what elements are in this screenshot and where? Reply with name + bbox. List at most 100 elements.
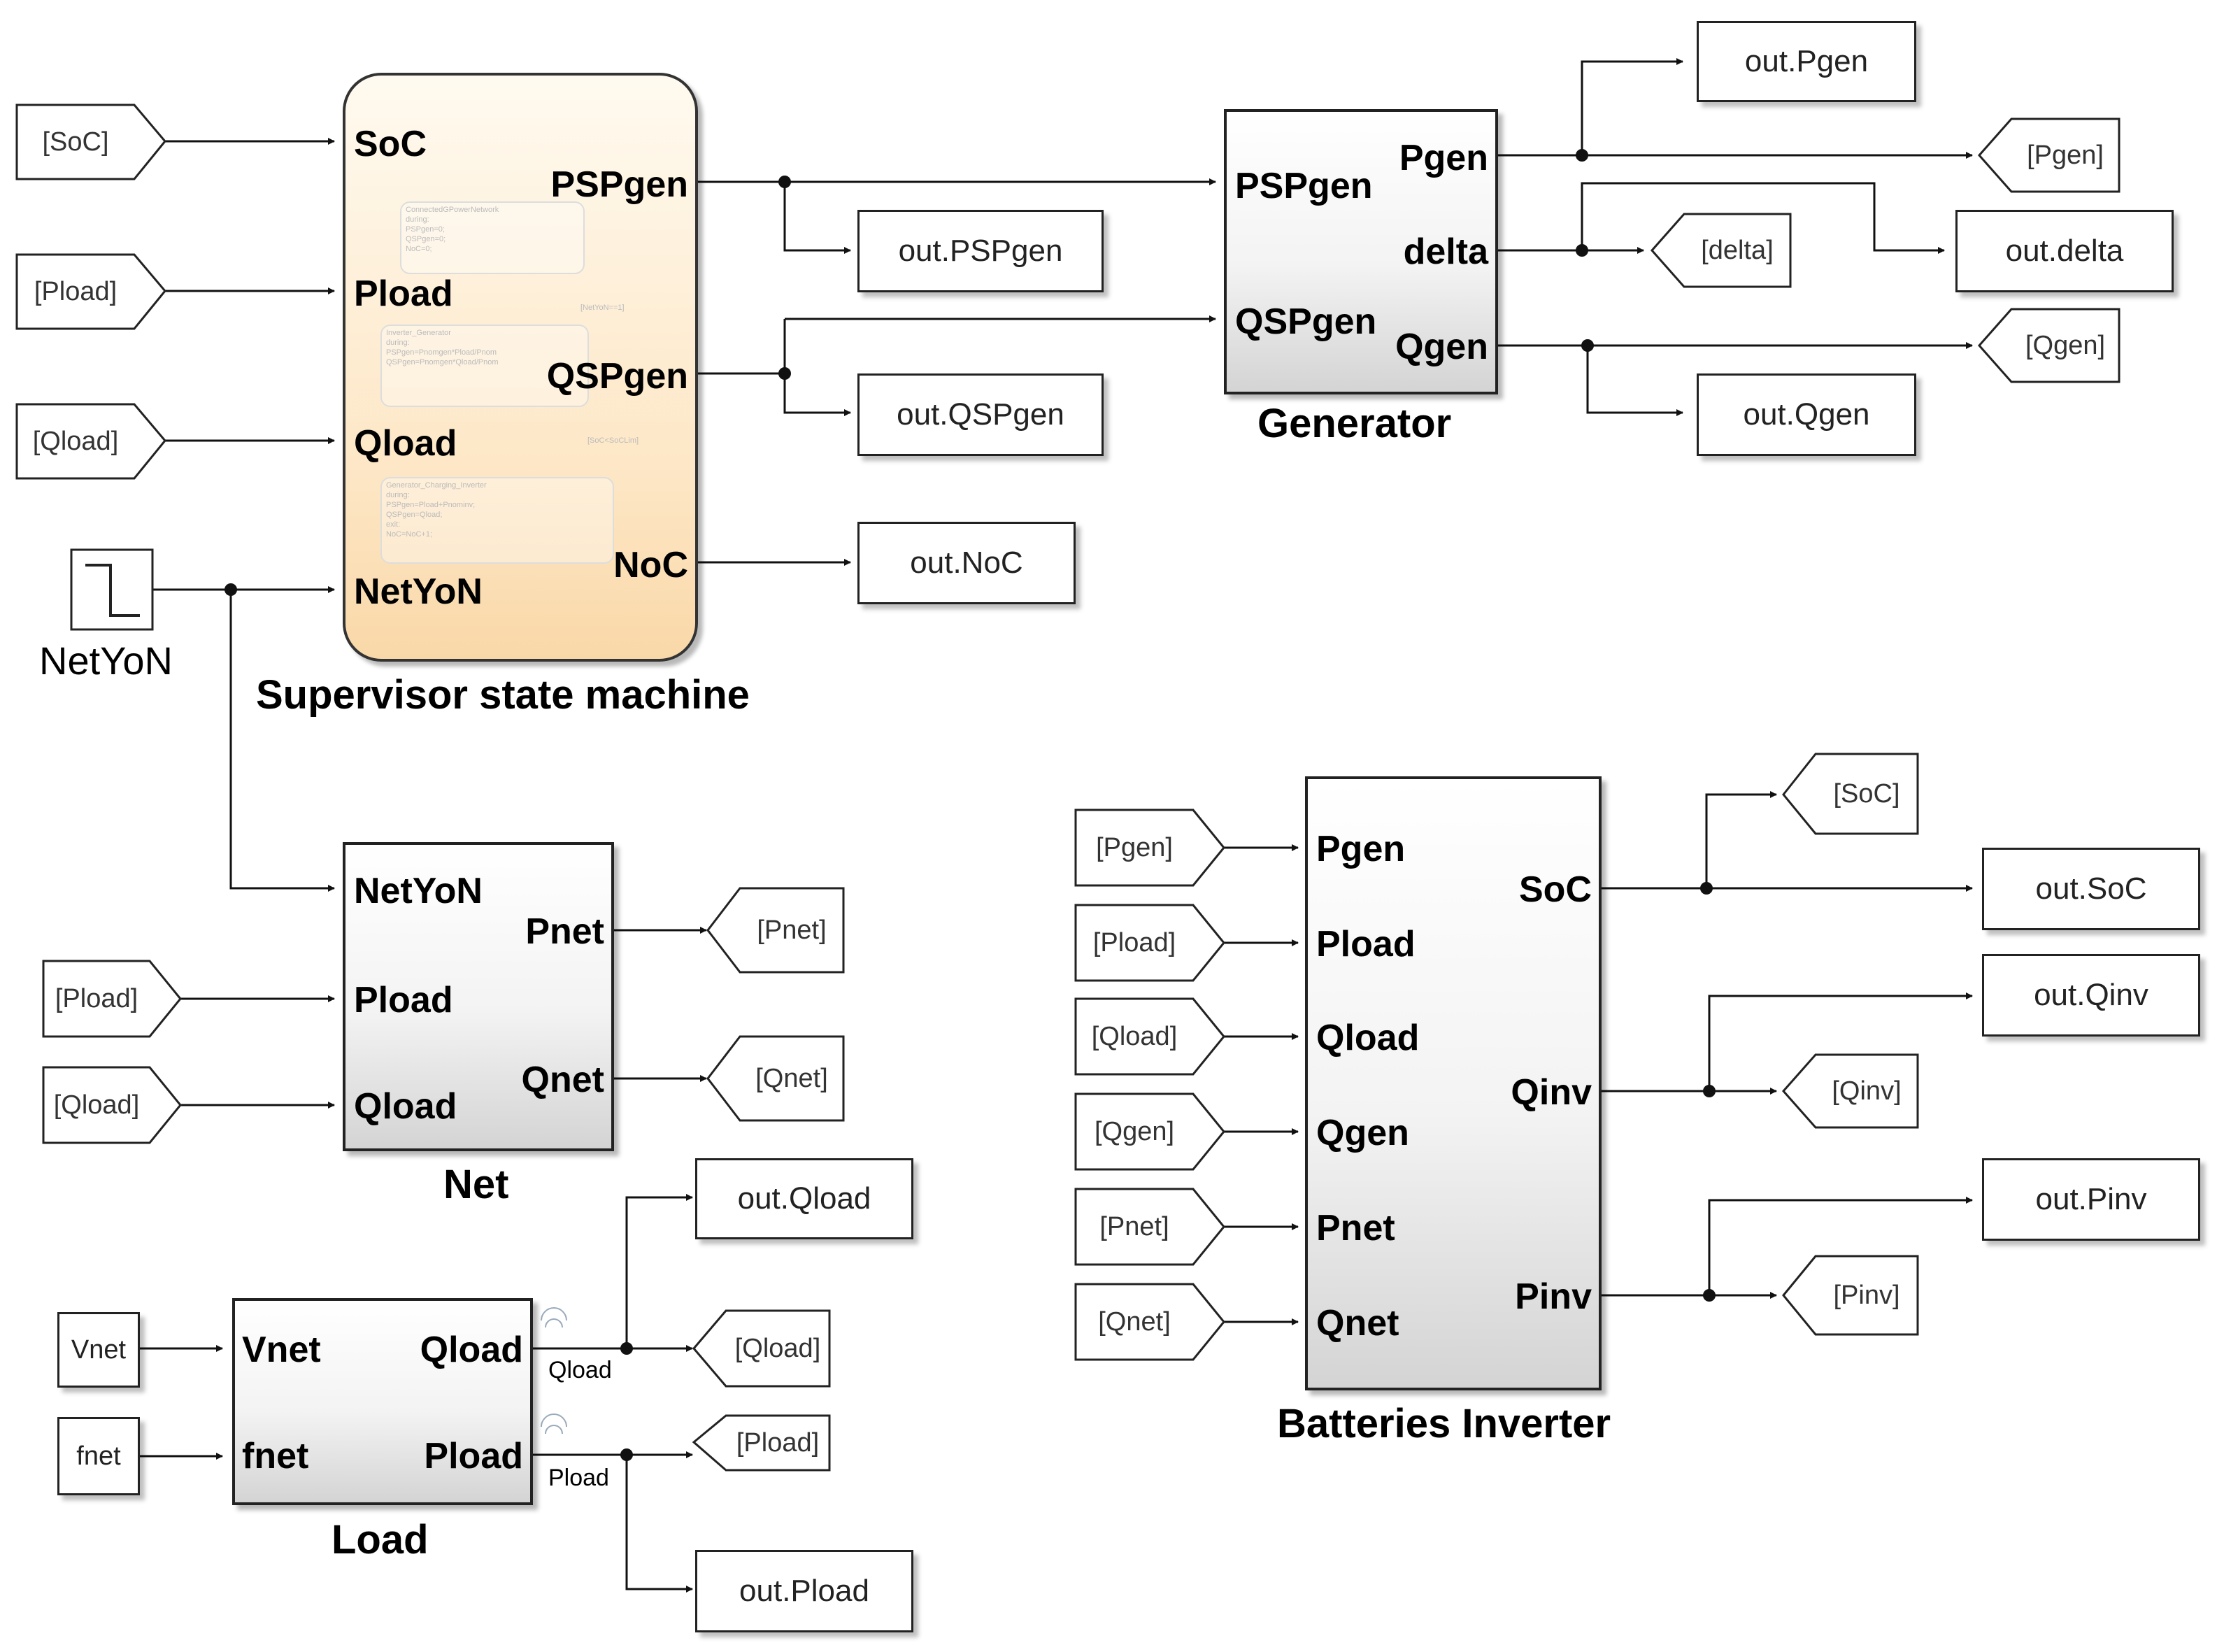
state-line: during: bbox=[386, 339, 410, 347]
from-tag-label[interactable]: [Pgen] bbox=[1096, 832, 1173, 862]
port-qspgen: QSPgen bbox=[546, 356, 688, 397]
junction-dot bbox=[1576, 244, 1588, 257]
port-pload: Pload bbox=[354, 273, 453, 314]
net-block[interactable]: NetYoN Pload Qload Pnet Qnet bbox=[343, 842, 614, 1151]
outport-qinv[interactable]: out.Qinv bbox=[1982, 954, 2200, 1037]
junction-dot bbox=[1576, 149, 1588, 162]
port-vnet: Vnet bbox=[242, 1330, 321, 1370]
from-tag-label[interactable]: [Pload] bbox=[34, 276, 117, 306]
port-qgen: Qgen bbox=[1395, 327, 1488, 367]
inverter-block[interactable]: Pgen Pload Qload Qgen Pnet Qnet SoC Qinv… bbox=[1305, 776, 1602, 1390]
goto-tag-label[interactable]: [Pload] bbox=[736, 1427, 820, 1458]
state-line: QSPgen=Pnomgen*Qload/Pnom bbox=[386, 358, 499, 366]
goto-tag-label[interactable]: [Qinv] bbox=[1832, 1076, 1902, 1106]
junction-dot bbox=[778, 176, 791, 188]
port-qload: Qload bbox=[420, 1330, 523, 1370]
state-name: Generator_Charging_Inverter bbox=[386, 481, 487, 490]
junction-dot bbox=[1700, 882, 1713, 895]
state-line: QSPgen=0; bbox=[406, 235, 446, 243]
from-tag-label[interactable]: [Pnet] bbox=[1099, 1211, 1169, 1241]
state-line: PSPgen=0; bbox=[406, 225, 445, 234]
port-pload: Pload bbox=[424, 1436, 523, 1476]
from-tag-label[interactable]: [Qgen] bbox=[1094, 1116, 1175, 1146]
signal-label-pload: Pload bbox=[548, 1465, 609, 1491]
outport-qspgen[interactable]: out.QSPgen bbox=[857, 373, 1104, 456]
from-tag-label[interactable]: [Qnet] bbox=[1098, 1306, 1171, 1337]
inverter-title: Batteries Inverter bbox=[1277, 1401, 1611, 1446]
junction-dot bbox=[1703, 1289, 1716, 1302]
outport-pload[interactable]: out.Pload bbox=[695, 1550, 913, 1632]
goto-tag-label[interactable]: [Qgen] bbox=[2025, 330, 2106, 360]
junction-dot bbox=[224, 583, 237, 596]
transition-label: [NetYoN==1] bbox=[580, 304, 625, 312]
supervisor-block[interactable]: ConnectedGPowerNetwork during: PSPgen=0;… bbox=[343, 73, 698, 662]
outport-qgen[interactable]: out.Qgen bbox=[1697, 373, 1916, 456]
goto-tag-label[interactable]: [Pgen] bbox=[2027, 140, 2104, 170]
generator-block[interactable]: PSPgen QSPgen Pgen delta Qgen bbox=[1224, 109, 1498, 394]
state-name: Inverter_Generator bbox=[386, 329, 451, 337]
port-noc: NoC bbox=[613, 545, 688, 585]
port-pspgen: PSPgen bbox=[550, 164, 689, 205]
state-line: exit: bbox=[386, 520, 401, 529]
from-tag-inv-pgen bbox=[1074, 809, 1225, 887]
goto-tag-pload bbox=[692, 1414, 831, 1472]
state-line: NoC=NoC+1; bbox=[386, 530, 433, 539]
wire-out-pload bbox=[625, 1455, 693, 1593]
wire-netyon-net bbox=[229, 590, 335, 892]
port-delta: delta bbox=[1403, 232, 1488, 272]
load-block[interactable]: Vnet fnet Qload Pload bbox=[232, 1298, 533, 1505]
outport-noc[interactable]: out.NoC bbox=[857, 522, 1076, 604]
junction-dot bbox=[778, 367, 791, 380]
goto-tag-label[interactable]: [Qload] bbox=[734, 1333, 821, 1363]
from-tag-label[interactable]: [Pload] bbox=[55, 983, 138, 1013]
outport-qload[interactable]: out.Qload bbox=[695, 1158, 913, 1239]
from-tag-inv-qload bbox=[1074, 997, 1225, 1076]
port-qnet: Qnet bbox=[1316, 1303, 1399, 1344]
port-fnet: fnet bbox=[242, 1436, 309, 1476]
junction-dot bbox=[620, 1342, 633, 1355]
outport-soc[interactable]: out.SoC bbox=[1982, 848, 2200, 930]
junction-dot bbox=[620, 1448, 633, 1461]
outport-delta[interactable]: out.delta bbox=[1955, 210, 2174, 292]
from-tag-label[interactable]: [Qload] bbox=[53, 1090, 140, 1120]
from-tag-label[interactable]: [Pload] bbox=[1092, 927, 1176, 957]
wire-out-qspgen bbox=[783, 319, 851, 416]
from-tag-label[interactable]: [Qload] bbox=[32, 426, 119, 456]
state-line: PSPgen=Pnomgen*Pload/Pnom bbox=[386, 348, 497, 357]
port-pinv: Pinv bbox=[1515, 1276, 1592, 1317]
constant-vnet[interactable]: Vnet bbox=[57, 1312, 140, 1388]
state-line: during: bbox=[386, 491, 410, 499]
goto-tag-qload bbox=[692, 1309, 831, 1388]
goto-tag-label[interactable]: [Pnet] bbox=[757, 915, 827, 945]
wire-out-pspgen bbox=[783, 182, 851, 254]
outport-pgen[interactable]: out.Pgen bbox=[1697, 21, 1916, 102]
step-icon bbox=[85, 564, 140, 617]
goto-tag-qinv bbox=[1781, 1053, 1919, 1129]
netyon-label: NetYoN bbox=[39, 639, 173, 683]
state-inverter-generator: Inverter_Generator during: PSPgen=Pnomge… bbox=[380, 325, 589, 407]
from-tag-inv-qgen bbox=[1074, 1092, 1225, 1171]
from-tag-label[interactable]: [SoC] bbox=[42, 127, 109, 157]
goto-tag-label[interactable]: [SoC] bbox=[1833, 778, 1900, 809]
state-generator-charging: Generator_Charging_Inverter during: PSPg… bbox=[380, 477, 614, 564]
state-line: NoC=0; bbox=[406, 245, 432, 253]
goto-tag-label[interactable]: [Qnet] bbox=[755, 1063, 828, 1093]
outport-pspgen[interactable]: out.PSPgen bbox=[857, 210, 1104, 292]
goto-tag-label[interactable]: [delta] bbox=[1701, 235, 1774, 265]
goto-tag-label[interactable]: [Pinv] bbox=[1833, 1280, 1900, 1310]
wire-out-qinv bbox=[1708, 992, 1973, 1091]
outport-pinv[interactable]: out.Pinv bbox=[1982, 1158, 2200, 1241]
junction-dot bbox=[1703, 1085, 1716, 1097]
port-pgen: Pgen bbox=[1316, 829, 1406, 869]
constant-fnet[interactable]: fnet bbox=[57, 1417, 140, 1495]
load-title: Load bbox=[332, 1517, 429, 1562]
goto-tag-qnet bbox=[706, 1035, 845, 1122]
wire-out-qgen bbox=[1586, 346, 1683, 416]
port-qinv: Qinv bbox=[1511, 1072, 1592, 1113]
from-tag-label[interactable]: [Qload] bbox=[1091, 1021, 1178, 1051]
state-line: during: bbox=[406, 215, 429, 224]
state-connected: ConnectedGPowerNetwork during: PSPgen=0;… bbox=[400, 201, 585, 274]
wire-out-pgen bbox=[1581, 58, 1683, 155]
port-qload: Qload bbox=[1316, 1018, 1420, 1058]
